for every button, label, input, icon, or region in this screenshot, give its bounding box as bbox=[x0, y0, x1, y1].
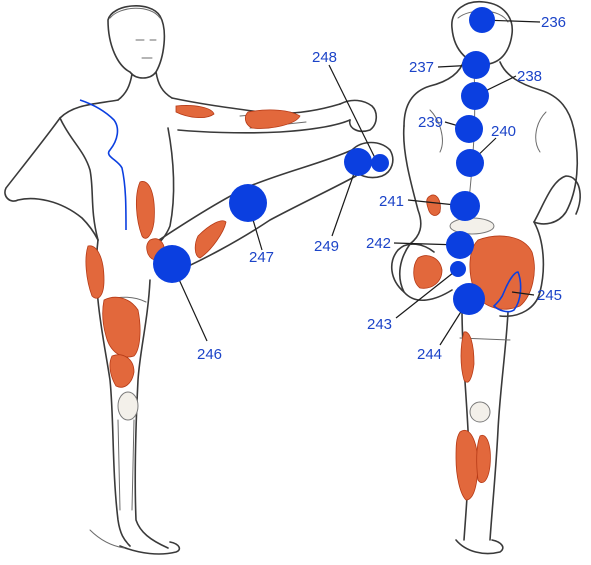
acupoint-248 bbox=[371, 154, 389, 172]
acupoint-243 bbox=[450, 261, 466, 277]
label-249: 249 bbox=[314, 238, 339, 255]
label-248: 248 bbox=[312, 49, 337, 66]
label-245: 245 bbox=[537, 287, 562, 304]
label-244: 244 bbox=[417, 346, 442, 363]
label-243: 243 bbox=[367, 316, 392, 333]
acupoint-249 bbox=[344, 148, 372, 176]
acupoint-244 bbox=[453, 283, 485, 315]
label-242: 242 bbox=[366, 235, 391, 252]
acupoint-242 bbox=[446, 231, 474, 259]
acupoint-237 bbox=[462, 51, 490, 79]
leader-line bbox=[511, 291, 535, 296]
acupoints bbox=[153, 7, 495, 315]
acupoint-239 bbox=[455, 115, 483, 143]
label-238: 238 bbox=[517, 68, 542, 85]
label-236: 236 bbox=[541, 14, 566, 31]
acupoint-247 bbox=[229, 184, 267, 222]
leader-line bbox=[328, 64, 376, 159]
acupoint-236 bbox=[469, 7, 495, 33]
label-239: 239 bbox=[418, 114, 443, 131]
acupoint-241 bbox=[450, 191, 480, 221]
point-labels: 236 237 238 239 240 241 242 243 244 245 … bbox=[197, 14, 566, 363]
label-246: 246 bbox=[197, 346, 222, 363]
front-figure bbox=[4, 5, 394, 555]
label-247: 247 bbox=[249, 249, 274, 266]
label-237: 237 bbox=[409, 59, 434, 76]
label-241: 241 bbox=[379, 193, 404, 210]
acupoint-246 bbox=[153, 245, 191, 283]
label-240: 240 bbox=[491, 123, 516, 140]
acupoint-240 bbox=[456, 149, 484, 177]
acupoint-238 bbox=[461, 82, 489, 110]
leader-line bbox=[395, 268, 459, 319]
back-figure bbox=[391, 1, 581, 555]
